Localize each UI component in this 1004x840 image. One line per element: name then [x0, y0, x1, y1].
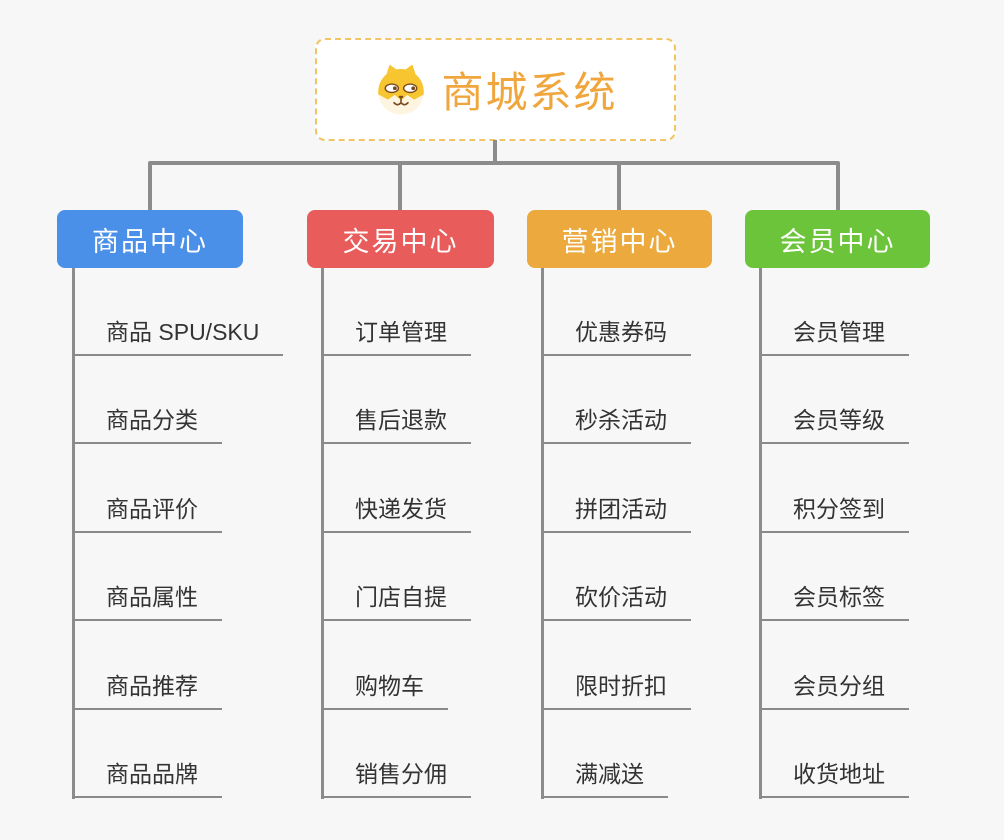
- leaf-topic[interactable]: 满减送: [541, 752, 668, 798]
- leaf-topic[interactable]: 售后退款: [321, 398, 471, 444]
- connector-trunk: [321, 268, 324, 799]
- leaf-topic[interactable]: 会员等级: [759, 398, 909, 444]
- connector-root-stem: [493, 140, 497, 163]
- leaf-topic[interactable]: 会员分组: [759, 664, 909, 710]
- connector-drop: [148, 163, 152, 210]
- connector-trunk: [541, 268, 544, 799]
- leaf-topic[interactable]: 快递发货: [321, 487, 471, 533]
- branch-topic-marketing[interactable]: 营销中心: [527, 210, 712, 268]
- leaf-topic[interactable]: 商品评价: [72, 487, 222, 533]
- leaf-topic[interactable]: 销售分佣: [321, 752, 471, 798]
- leaf-topic[interactable]: 会员标签: [759, 575, 909, 621]
- branch-topic-label: 交易中心: [342, 226, 459, 257]
- branch-topic-members[interactable]: 会员中心: [745, 210, 930, 268]
- root-topic-label: 商城系统: [441, 69, 618, 116]
- connector-trunk: [72, 268, 75, 799]
- leaf-topic[interactable]: 商品推荐: [72, 664, 222, 710]
- leaf-topic[interactable]: 商品 SPU/SKU: [72, 310, 284, 356]
- leaf-topic[interactable]: 商品属性: [72, 575, 222, 621]
- leaf-topic[interactable]: 订单管理: [321, 310, 471, 356]
- leaf-topic[interactable]: 拼团活动: [541, 487, 691, 533]
- branch-topic-label: 会员中心: [779, 226, 896, 257]
- leaf-topic[interactable]: 商品分类: [72, 398, 222, 444]
- branch-topic-label: 商品中心: [92, 226, 208, 257]
- branch-topic-products[interactable]: 商品中心: [57, 210, 243, 268]
- leaf-topic[interactable]: 购物车: [321, 664, 448, 710]
- connector-drop: [617, 163, 621, 210]
- root-topic[interactable]: 商城系统: [315, 38, 676, 141]
- leaf-topic[interactable]: 优惠券码: [541, 310, 691, 356]
- branch-topic-trade[interactable]: 交易中心: [307, 210, 494, 268]
- leaf-topic[interactable]: 门店自提: [321, 575, 471, 621]
- leaf-topic[interactable]: 砍价活动: [541, 575, 691, 621]
- connector-bus: [148, 161, 840, 165]
- connector-drop: [836, 163, 840, 210]
- shiba-dog-icon: [378, 64, 425, 114]
- leaf-topic[interactable]: 会员管理: [759, 310, 909, 356]
- leaf-topic[interactable]: 积分签到: [759, 487, 909, 533]
- connector-trunk: [759, 268, 762, 799]
- leaf-topic[interactable]: 秒杀活动: [541, 398, 691, 444]
- leaf-topic[interactable]: 限时折扣: [541, 664, 691, 710]
- connector-drop: [398, 163, 402, 210]
- leaf-topic[interactable]: 商品品牌: [72, 752, 222, 798]
- branch-topic-label: 营销中心: [561, 226, 678, 257]
- leaf-topic[interactable]: 收货地址: [759, 752, 909, 798]
